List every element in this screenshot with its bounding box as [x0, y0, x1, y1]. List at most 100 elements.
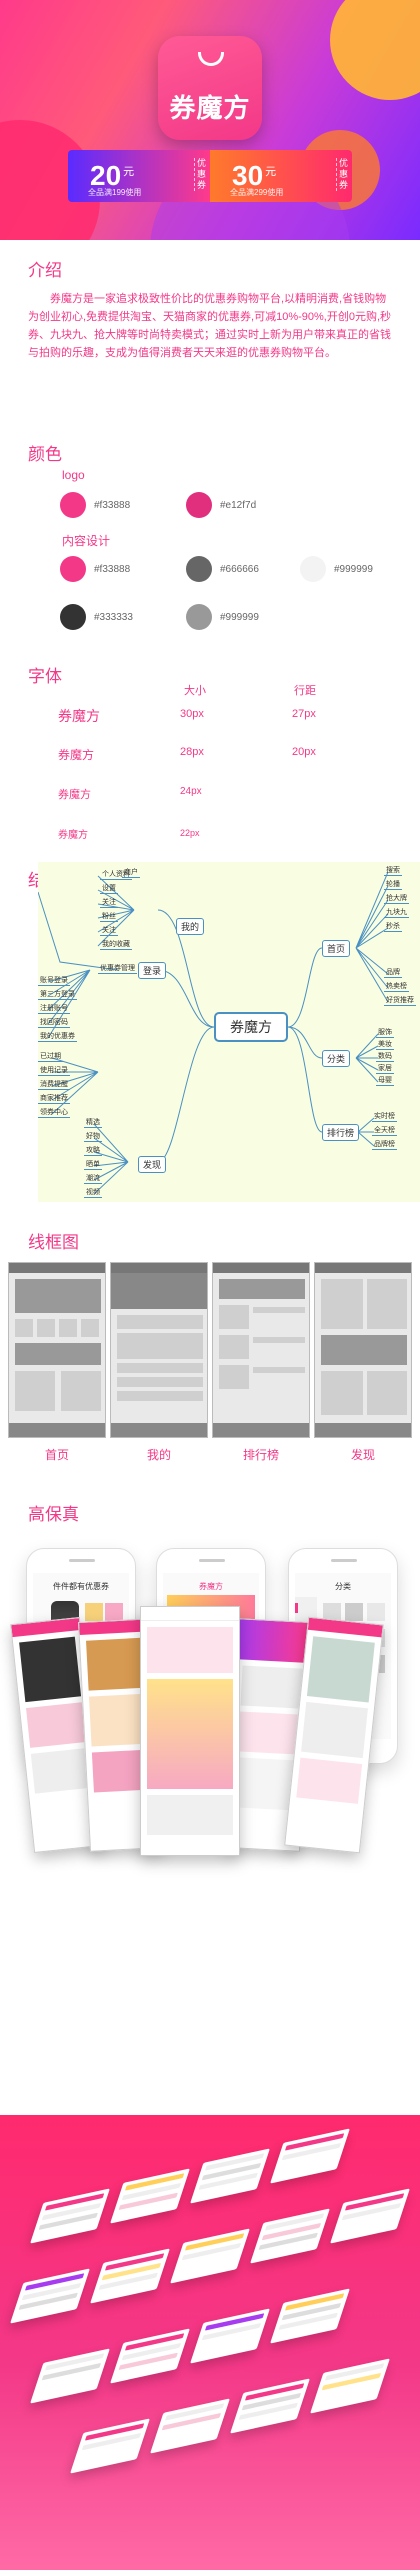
- screen-tile: [170, 2228, 250, 2284]
- colors-title: 颜色: [28, 445, 62, 464]
- mind-map-node: 母婴: [376, 1077, 394, 1086]
- logo-color-label: logo: [62, 468, 85, 482]
- screen-preview: [140, 1606, 240, 1856]
- font-sample: 券魔方: [58, 830, 88, 841]
- wireframe-rank: [212, 1262, 310, 1438]
- color-swatch: [186, 492, 212, 518]
- screen-title: 券魔方: [199, 1582, 223, 1591]
- coupon-card[interactable]: 20 元 全品满199使用 优惠券: [68, 150, 210, 202]
- coupon-amount: 30: [232, 160, 264, 191]
- screen-tile: [310, 2358, 390, 2414]
- decor-blob: [330, 0, 420, 100]
- mind-map-node: 个人资料: [100, 871, 132, 880]
- wireframe-home: [8, 1262, 106, 1438]
- coupon-condition: 全品满199使用: [88, 188, 142, 197]
- mind-map-node: 我的收藏: [100, 941, 132, 950]
- screen-tile: [270, 2128, 350, 2184]
- mind-map: 券魔方 我的 登录 发现 首页 分类 排行榜 商户 优惠券管理 个人资料 设置 …: [38, 862, 420, 1202]
- mind-map-node: 家居: [376, 1065, 394, 1074]
- screen-tile: [230, 2378, 310, 2434]
- wireframe-discover: [314, 1262, 412, 1438]
- mind-map-node: 账号登录: [38, 977, 70, 986]
- screen-tile: [110, 2328, 190, 2384]
- coupon-card[interactable]: 30 元 全品满299使用 优惠券: [210, 150, 352, 202]
- mind-map-node: 领券中心: [38, 1109, 70, 1118]
- mind-map-node: 九块九: [384, 909, 409, 918]
- branch-discover: 发现: [138, 1156, 167, 1173]
- mind-map-node: 好物: [84, 1133, 102, 1142]
- mind-map-node: 关注: [100, 927, 118, 936]
- showcase-footer: [0, 2115, 420, 2570]
- color-hex: #999999: [220, 612, 259, 623]
- color-hex: #f33888: [94, 564, 131, 575]
- color-hex: #666666: [220, 564, 259, 575]
- font-sample: 券魔方: [58, 708, 100, 724]
- coupon-unit: 元: [123, 166, 135, 178]
- screen-tile: [10, 2268, 90, 2324]
- font-line-header: 行距: [294, 685, 316, 697]
- color-hex: #f33888: [94, 500, 131, 511]
- screen-tile: [150, 2398, 230, 2454]
- color-swatch: [186, 556, 212, 582]
- mind-map-node: 第三方登录: [38, 991, 77, 1000]
- mind-map-node: 设置: [100, 885, 118, 894]
- mind-map-node: 美妆: [376, 1041, 394, 1050]
- mind-map-node: 攻略: [84, 1147, 102, 1156]
- screen-title: 分类: [335, 1582, 351, 1591]
- coupon-strip: 20 元 全品满199使用 优惠券 30 元 全品满299使用 优惠券: [68, 150, 352, 202]
- mind-map-node: 精选: [84, 1119, 102, 1128]
- mind-map-node: 视频: [84, 1189, 102, 1198]
- screen-tile: [250, 2208, 330, 2264]
- content-color-label: 内容设计: [62, 534, 111, 548]
- screen-tile: [270, 2288, 350, 2344]
- mind-map-node: 商家推荐: [38, 1095, 70, 1104]
- branch-home: 首页: [322, 940, 351, 957]
- font-sample: 券魔方: [58, 748, 95, 762]
- color-swatch: [300, 556, 326, 582]
- mind-map-node: 热卖榜: [384, 983, 409, 992]
- hero-banner: 券魔方 20 元 全品满199使用 优惠券 30 元 全品满299使用 优惠券: [0, 0, 420, 240]
- mind-map-node: 搜索: [384, 867, 402, 876]
- mind-map-node: 好货推荐: [384, 997, 416, 1006]
- color-swatch: [60, 556, 86, 582]
- mind-map-node: 找回密码: [38, 1019, 70, 1028]
- mind-map-node: 轮播: [384, 881, 402, 890]
- coupon-tag: 优惠券: [194, 158, 206, 191]
- intro-text: 券魔方是一家追求极致性价比的优惠券购物平台,以精明消费,省钱购物为创业初心,免费…: [28, 293, 392, 359]
- coupon-tag: 优惠券: [336, 158, 348, 191]
- mind-map-node: 品牌榜: [372, 1141, 397, 1150]
- mind-map-node: 使用记录: [38, 1067, 70, 1076]
- branch-login: 登录: [138, 962, 167, 979]
- mind-map-node: 品牌: [384, 969, 402, 978]
- wireframe-label: 发现: [350, 1448, 375, 1462]
- wireframe-mine: [110, 1262, 208, 1438]
- hifi-title: 高保真: [28, 1505, 79, 1524]
- mind-map-root: 券魔方: [214, 1012, 288, 1042]
- mind-map-node: 潮流: [84, 1175, 102, 1184]
- screen-title: 件件都有优惠券: [53, 1582, 109, 1591]
- mind-map-node: 抢大牌: [384, 895, 409, 904]
- color-hex: #999999: [334, 564, 373, 575]
- font-size-header: 大小: [184, 685, 206, 697]
- wireframe-label: 首页: [44, 1448, 69, 1462]
- app-logo: 券魔方: [158, 36, 262, 140]
- screen-tile: [30, 2188, 110, 2244]
- mind-map-node: 全天榜: [372, 1127, 397, 1136]
- screen-tile: [110, 2168, 190, 2224]
- mind-map-node: 商户: [122, 869, 140, 878]
- screen-tile: [90, 2248, 170, 2304]
- branch-classify: 分类: [322, 1050, 351, 1067]
- font-line-value: 20px: [292, 746, 316, 758]
- mind-map-node: 已过期: [38, 1053, 63, 1062]
- color-hex: #333333: [94, 612, 133, 623]
- screen-tile: [190, 2148, 270, 2204]
- mind-map-node: 消费提醒: [38, 1081, 70, 1090]
- wireframes-title: 线框图: [28, 1233, 79, 1252]
- font-sample: 券魔方: [58, 789, 91, 801]
- font-size-value: 22px: [180, 828, 200, 838]
- font-size-value: 28px: [180, 746, 204, 758]
- mind-map-node: 秒杀: [384, 923, 402, 932]
- mind-map-node: 关注: [100, 899, 118, 908]
- mind-map-node: 数码: [376, 1053, 394, 1062]
- shopping-bag-icon: [198, 52, 224, 66]
